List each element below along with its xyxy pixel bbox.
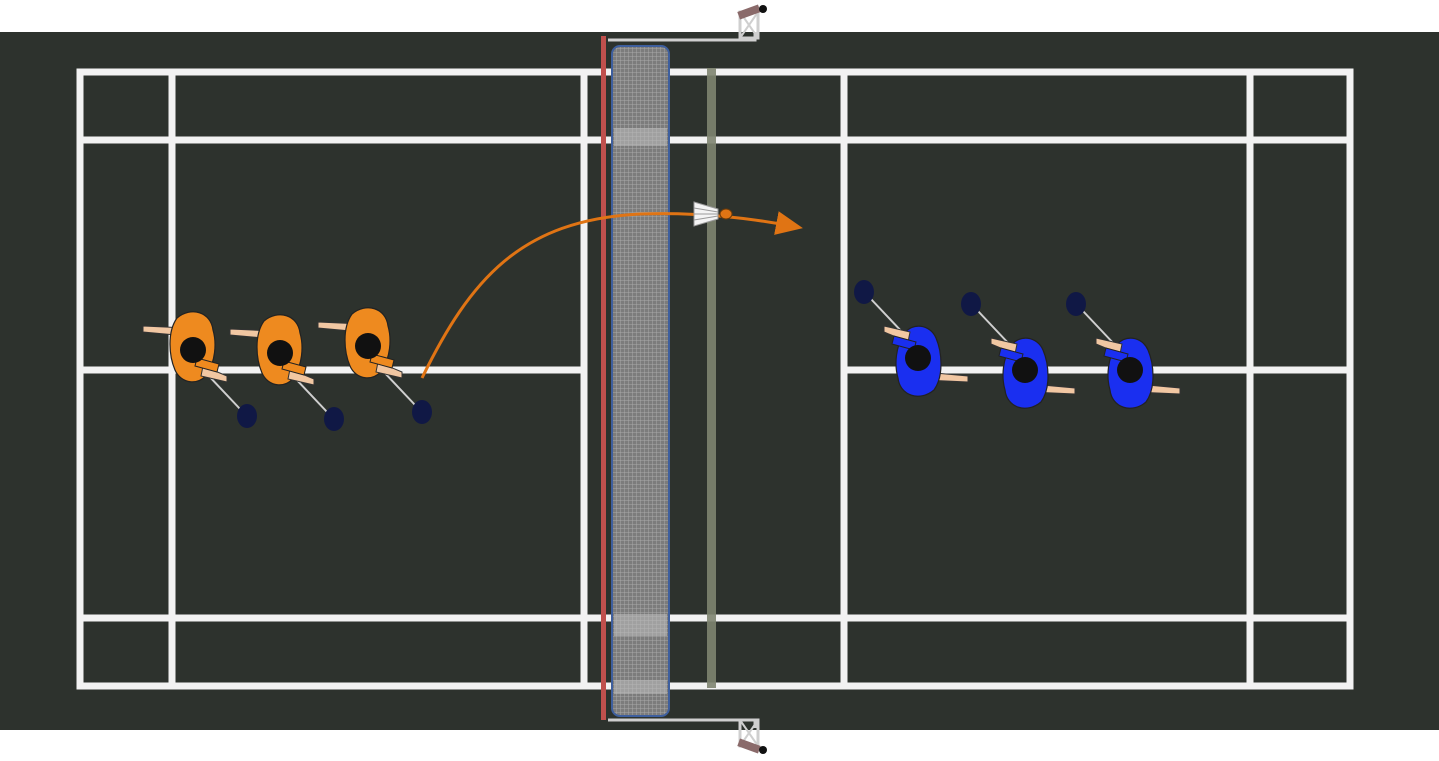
racket-icon xyxy=(237,404,257,428)
blue-team-player-3 xyxy=(1066,292,1181,409)
net xyxy=(601,36,670,720)
head xyxy=(905,345,931,371)
blue-team-player-1 xyxy=(854,280,969,397)
head xyxy=(180,337,206,363)
leg xyxy=(375,361,403,379)
net-post-bottom xyxy=(608,718,767,754)
head xyxy=(1117,357,1143,383)
orange-team-player-3 xyxy=(317,307,432,424)
shorts xyxy=(194,357,220,373)
blue-team-player-2 xyxy=(961,292,1076,409)
racket-icon xyxy=(854,280,874,304)
leg xyxy=(287,368,315,386)
racket-handle xyxy=(293,376,329,414)
shorts xyxy=(369,353,395,369)
leg xyxy=(990,337,1018,355)
racket-handle xyxy=(206,373,242,411)
leg xyxy=(200,365,228,383)
orange-team-player-2 xyxy=(229,314,344,431)
leg xyxy=(883,325,911,343)
head xyxy=(1012,357,1038,383)
blue-team-figure-player-1 xyxy=(854,280,969,397)
head xyxy=(355,333,381,359)
shorts xyxy=(1103,347,1129,363)
shorts xyxy=(998,347,1024,363)
blue-team-figure-player-3 xyxy=(1066,292,1181,409)
shuttlecock-icon xyxy=(693,201,733,227)
racket-icon xyxy=(961,292,981,316)
court-surface xyxy=(0,32,1439,730)
trajectory-arrow-icon xyxy=(420,211,803,379)
orange-team xyxy=(142,307,432,431)
racket-handle xyxy=(869,297,905,335)
shorts xyxy=(281,360,307,376)
net-tape xyxy=(601,36,606,720)
racket-icon xyxy=(324,407,344,431)
blue-team-figure-player-2 xyxy=(961,292,1076,409)
head xyxy=(267,340,293,366)
racket-handle xyxy=(381,369,417,407)
net-shadow xyxy=(707,68,716,688)
net-post-top xyxy=(608,4,767,42)
blue-team xyxy=(854,280,1181,409)
leg xyxy=(1095,337,1123,355)
shorts xyxy=(891,335,917,351)
racket-handle xyxy=(976,309,1012,347)
racket-icon xyxy=(1066,292,1086,316)
racket-handle xyxy=(1081,309,1117,347)
racket-icon xyxy=(412,400,432,424)
orange-team-player-1 xyxy=(142,311,257,428)
